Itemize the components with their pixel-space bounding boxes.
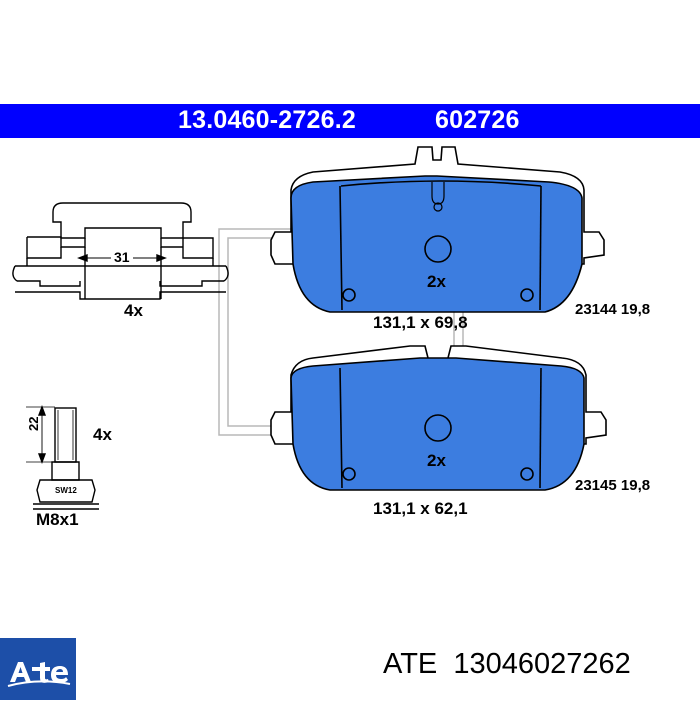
reference-number: 602726: [435, 106, 520, 134]
clip-dimension-label: 31: [111, 249, 133, 265]
pad-top-size-label: 131,1 x 69,8: [373, 313, 468, 332]
bolt-wrench-label: SW12: [55, 486, 77, 495]
title-banner: 13.0460-2726.2 602726: [0, 104, 700, 138]
footer-part-code: 13046027262: [453, 648, 631, 680]
pad-bottom-quantity-label: 2x: [427, 451, 446, 470]
bolt-size-label: M8x1: [36, 510, 79, 529]
clip-quantity-label: 4x: [124, 301, 143, 320]
bolt-quantity-label: 4x: [93, 425, 112, 444]
pad-bottom-code-label: 23145 19,8: [575, 477, 651, 494]
part-number: 13.0460-2726.2: [178, 106, 356, 134]
brake-pad-bottom: [270, 345, 607, 491]
pad-top-code-label: 23144 19,8: [575, 301, 651, 318]
ate-logo-icon: [0, 638, 76, 700]
spring-clip: [12, 202, 229, 300]
bolt: [26, 405, 99, 510]
footer-part-text: ATE 13046027262: [383, 648, 631, 681]
brake-pad-top: [270, 146, 605, 313]
brand-name: ATE: [383, 648, 438, 680]
pad-top-quantity-label: 2x: [427, 272, 446, 291]
bolt-length-label: 22: [26, 416, 41, 431]
pad-bottom-size-label: 131,1 x 62,1: [373, 499, 468, 518]
